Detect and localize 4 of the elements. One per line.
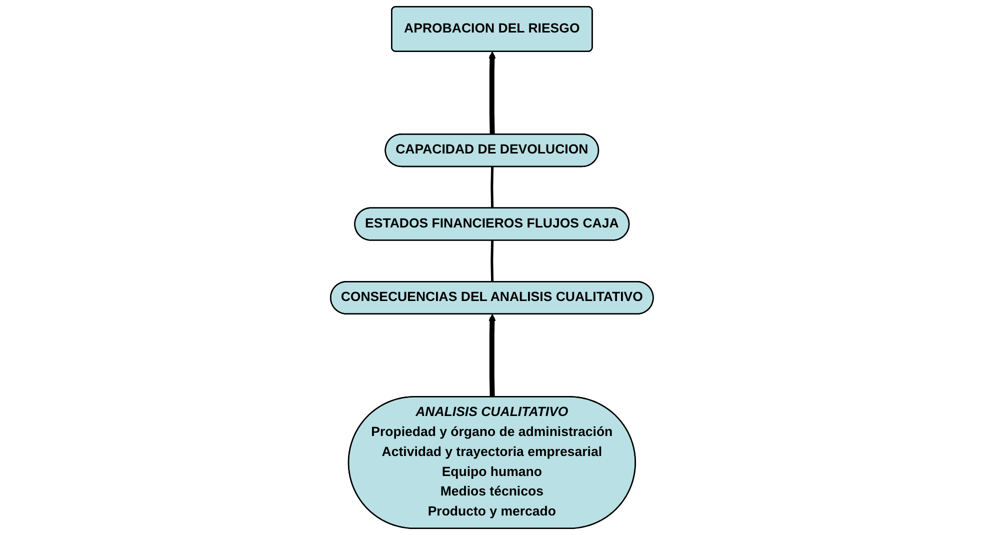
connector (490, 166, 494, 208)
arrow (488, 51, 496, 135)
arrow (488, 314, 496, 398)
connector (490, 240, 494, 282)
